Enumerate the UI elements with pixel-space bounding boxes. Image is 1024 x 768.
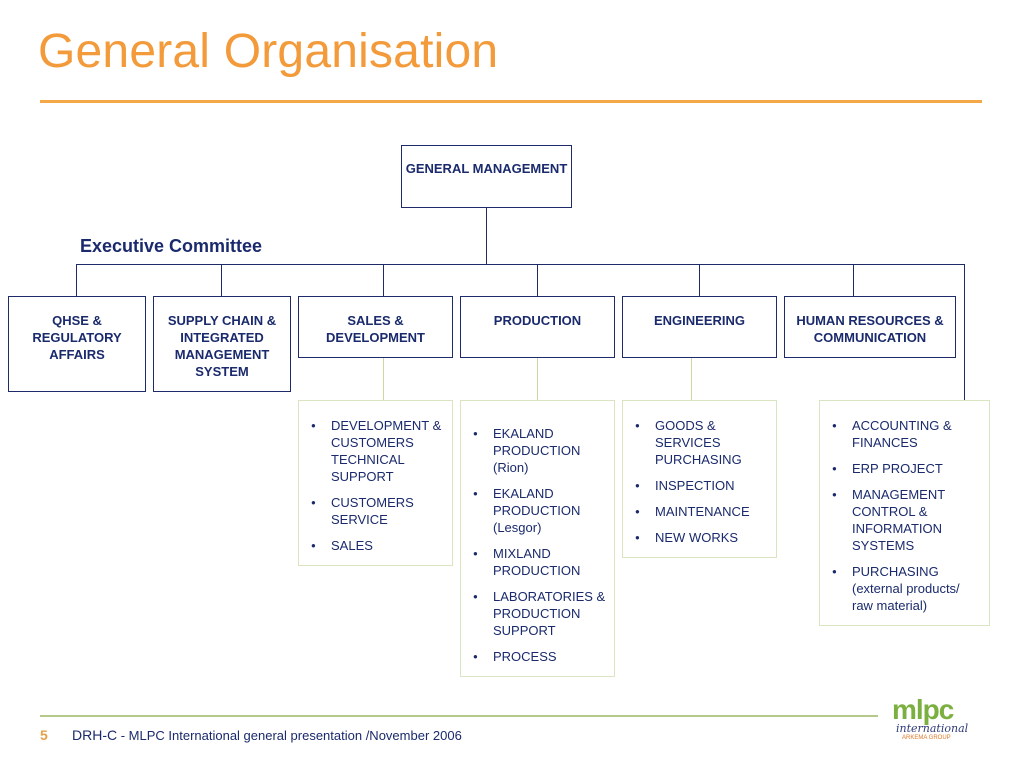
list-item: DEVELOPMENT & CUSTOMERS TECHNICAL SUPPOR… <box>311 417 446 485</box>
list-item: MAINTENANCE <box>635 503 770 520</box>
logo-group: ARKEMA GROUP <box>902 735 951 741</box>
logo-subtitle: international <box>896 722 969 735</box>
production-connector-line <box>537 358 538 400</box>
list-item: EKALAND PRODUCTION (Rion) <box>473 425 608 476</box>
dept-supply-label: SUPPLY CHAIN & INTEGRATED MANAGEMENT SYS… <box>167 313 277 379</box>
drop-line-supply <box>221 264 222 296</box>
dept-qhse-label: QHSE & REGULATORY AFFAIRS <box>32 313 122 362</box>
executive-committee-label: Executive Committee <box>80 236 263 256</box>
drop-line-production <box>537 264 538 296</box>
list-item: PURCHASING (external products/ raw mater… <box>832 563 983 614</box>
dept-qhse-box: QHSE & REGULATORY AFFAIRS <box>8 296 146 392</box>
list-item: INSPECTION <box>635 477 770 494</box>
footer-divider <box>40 715 878 717</box>
list-item: ERP PROJECT <box>832 460 983 477</box>
list-item: CUSTOMERS SERVICE <box>311 494 446 528</box>
list-item: PROCESS <box>473 648 608 665</box>
drop-line-sales <box>383 264 384 296</box>
general-management-label: GENERAL MANAGEMENT <box>405 161 568 176</box>
drop-line-engineering <box>699 264 700 296</box>
drop-line-hr <box>853 264 854 296</box>
dept-sales-label: SALES & DEVELOPMENT <box>326 313 425 345</box>
page-title: General Organisation <box>38 25 499 78</box>
list-item: NEW WORKS <box>635 529 770 546</box>
list-item: MANAGEMENT CONTROL & INFORMATION SYSTEMS <box>832 486 983 554</box>
list-item: ACCOUNTING & FINANCES <box>832 417 983 451</box>
engineering-connector-line <box>691 358 692 400</box>
list-item: SALES <box>311 537 446 554</box>
title-divider <box>40 100 982 103</box>
list-item: EKALAND PRODUCTION (Lesgor) <box>473 485 608 536</box>
dept-supply-box: SUPPLY CHAIN & INTEGRATED MANAGEMENT SYS… <box>153 296 291 392</box>
general-management-box: GENERAL MANAGEMENT <box>401 145 572 208</box>
list-item: LABORATORIES & PRODUCTION SUPPORT <box>473 588 608 639</box>
dept-production-label: PRODUCTION <box>493 313 582 328</box>
dept-sales-box: SALES & DEVELOPMENT <box>298 296 453 358</box>
dept-production-box: PRODUCTION <box>460 296 615 358</box>
footer-org-code: DRH-C <box>72 727 118 743</box>
page-number: 5 <box>40 727 48 743</box>
dept-hr-label: HUMAN RESOURCES & COMMUNICATION <box>796 313 944 345</box>
sales-connector-line <box>383 358 384 400</box>
dept-engineering-box: ENGINEERING <box>622 296 777 358</box>
dept-hr-box: HUMAN RESOURCES & COMMUNICATION <box>784 296 956 358</box>
footer-description: - MLPC International general presentatio… <box>117 728 462 743</box>
production-subunits-list: EKALAND PRODUCTION (Rion) EKALAND PRODUC… <box>460 400 615 677</box>
engineering-subunits-list: GOODS & SERVICES PURCHASING INSPECTION M… <box>622 400 777 558</box>
committee-horizontal-line <box>76 264 965 265</box>
dept-engineering-label: ENGINEERING <box>653 313 745 328</box>
gm-vertical-line <box>486 208 487 264</box>
sales-subunits-list: DEVELOPMENT & CUSTOMERS TECHNICAL SUPPOR… <box>298 400 453 566</box>
direct-reports-list: ACCOUNTING & FINANCES ERP PROJECT MANAGE… <box>819 400 990 626</box>
drop-line-qhse <box>76 264 77 296</box>
list-item: MIXLAND PRODUCTION <box>473 545 608 579</box>
drop-line-direct <box>964 264 965 400</box>
list-item: GOODS & SERVICES PURCHASING <box>635 417 770 468</box>
logo-wordmark: mlpc <box>892 694 954 725</box>
footer-caption: DRH-C - MLPC International general prese… <box>72 727 462 743</box>
mlpc-logo: mlpc international ARKEMA GROUP <box>892 696 984 744</box>
